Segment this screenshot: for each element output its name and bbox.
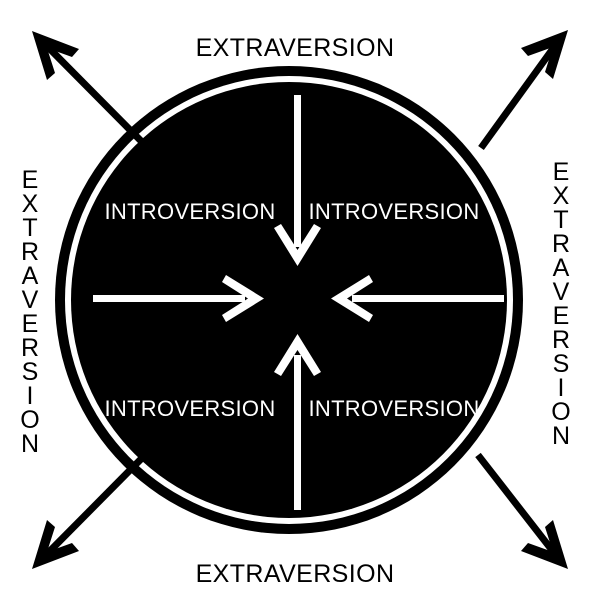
- extraversion-left-letter: R: [21, 238, 39, 266]
- arrow-outward-bottom-right: [475, 452, 568, 569]
- extraversion-left-letter: T: [22, 214, 37, 242]
- extraversion-left-letter: V: [22, 286, 39, 314]
- extraversion-left-letter: E: [22, 310, 39, 338]
- extraversion-label-bottom: EXTRAVERSION: [196, 560, 395, 588]
- extraversion-right-letter: I: [558, 374, 565, 402]
- arrow-inward-top-shaft: [294, 95, 301, 247]
- arrow-outward-top-right-line: [478, 33, 565, 151]
- arrow-inward-left-head: [222, 275, 264, 322]
- extraversion-right-letter: R: [552, 230, 570, 258]
- arrow-inward-left: [93, 275, 264, 322]
- arrow-outward-top-left-shaft: [35, 34, 148, 148]
- arrow-outward-bottom-left-shaft: [35, 452, 148, 566]
- arrow-outward-bottom-right-head: [521, 520, 568, 569]
- introversion-label-bottom-left: INTROVERSION: [104, 396, 275, 421]
- arrow-inward-right-head: [331, 275, 373, 322]
- extraversion-right-letter: S: [553, 350, 570, 378]
- outward-arrows-group: [32, 30, 568, 569]
- extraversion-right-letter: E: [553, 158, 570, 186]
- extraversion-right-letter: V: [553, 278, 570, 306]
- arrow-outward-top-right-head: [521, 30, 568, 79]
- arrow-outward-top-left-head: [32, 31, 79, 80]
- introversion-label-bottom-right: INTROVERSION: [308, 396, 479, 421]
- extraversion-left-letter: N: [21, 430, 39, 458]
- extraversion-left-letter: A: [22, 262, 39, 290]
- arrow-outward-bottom-left-head: [32, 520, 79, 569]
- arrow-inward-bottom: [274, 334, 321, 510]
- extraversion-right-letter: N: [552, 422, 570, 450]
- extraversion-left-letter: O: [20, 406, 39, 434]
- arrow-inward-bottom-shaft: [294, 355, 301, 510]
- arrow-inward-right: [331, 275, 504, 322]
- extraversion-left-letter: E: [22, 166, 39, 194]
- extraversion-right-letter: A: [553, 254, 570, 282]
- arrow-outward-bottom-left: [32, 452, 148, 569]
- introversion-label-top-left: INTROVERSION: [104, 199, 275, 224]
- extraversion-left-letter: X: [22, 190, 39, 218]
- inner-disc-circle: [71, 82, 507, 518]
- inward-arrows-group: [93, 95, 504, 510]
- extraversion-right-letter: R: [552, 326, 570, 354]
- extraversion-left-letter: S: [22, 358, 39, 386]
- extraversion-right-letter: O: [551, 398, 570, 426]
- extraversion-label-top: EXTRAVERSION: [196, 34, 395, 62]
- extraversion-label-right: E X T R A V E R S I O N: [551, 158, 570, 450]
- introversion-label-top-right: INTROVERSION: [308, 199, 479, 224]
- extraversion-label-left: E X T R A V E R S I O N: [20, 166, 39, 458]
- arrow-outward-top-right: [478, 30, 568, 151]
- extraversion-left-letter: I: [27, 382, 34, 410]
- circle-group: [55, 66, 523, 534]
- arrow-outward-bottom-right-shaft: [475, 452, 565, 566]
- arrow-inward-left-shaft: [93, 295, 245, 302]
- arrow-inward-top-head: [274, 224, 321, 266]
- extraversion-right-letter: T: [553, 206, 568, 234]
- extraversion-right-letter: X: [553, 182, 570, 210]
- arrow-outward-top-left: [32, 31, 148, 148]
- extraversion-left-letter: R: [21, 334, 39, 362]
- arrow-inward-bottom-head: [274, 334, 321, 376]
- arrow-inward-top: [274, 95, 321, 266]
- arrow-inward-right-shaft: [352, 295, 504, 302]
- extraversion-right-letter: E: [553, 302, 570, 330]
